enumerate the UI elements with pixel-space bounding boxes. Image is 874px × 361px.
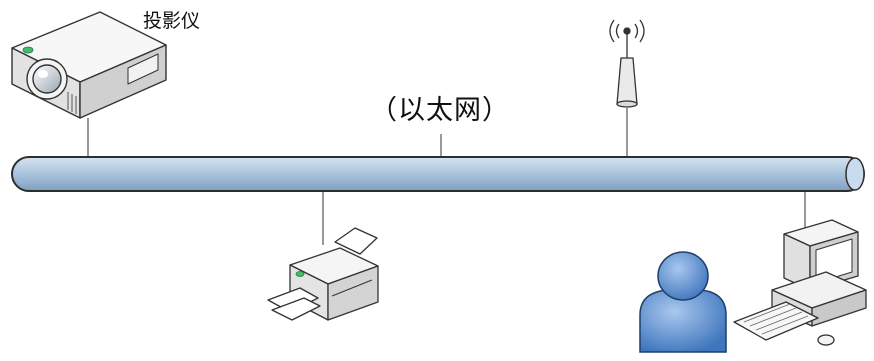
projector-icon [11, 11, 167, 119]
computer-icon [733, 219, 867, 346]
network-label: （以太网） [370, 95, 510, 126]
projector-label: 投影仪 [143, 10, 201, 32]
connector-lines [87, 108, 806, 245]
antenna-icon [609, 19, 645, 108]
user-icon [639, 251, 727, 353]
ethernet-bus [11, 156, 865, 192]
printer-icon [267, 227, 379, 321]
